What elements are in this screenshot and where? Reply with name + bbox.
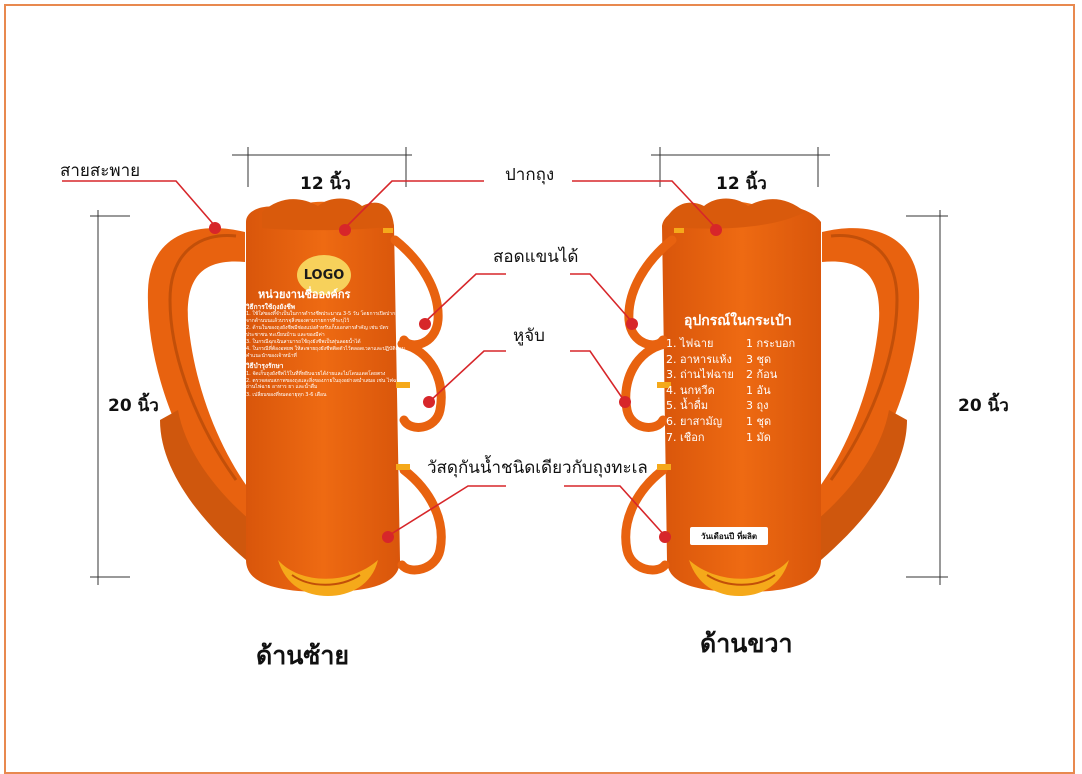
logo-text: LOGO — [303, 267, 345, 283]
label-strap: สายสะพาย — [60, 161, 141, 181]
label-clip-ear: หูจับ — [513, 326, 545, 346]
section1-item: 2. ด้านในของถุงยังชีพมีช่องแบ่งสำหรับเก็… — [246, 325, 389, 338]
callout-dots — [209, 222, 722, 543]
left-bag-body — [246, 201, 400, 592]
equipment-title: อุปกรณ์ในกระเป๋า — [684, 313, 792, 329]
dimension-width-right: 12 นิ้ว — [716, 174, 767, 194]
section1-item: 1. ใช้ใส่ของที่จำเป็นในการดำรงชีพประมาณ … — [246, 311, 401, 324]
dimension-height-right: 20 นิ้ว — [958, 396, 1009, 416]
right-bag — [621, 198, 920, 596]
section1-title: วิธีการใช้ถุงยังชีพ — [246, 303, 296, 311]
left-shoulder-strap — [147, 228, 262, 525]
org-name: หน่วยงานชื่อองค์กร — [258, 288, 351, 301]
section2-title: วิธีบำรุงรักษา — [246, 362, 284, 371]
usage-instructions: วิธีการใช้ถุงยังชีพ 1. ใช้ใส่ของที่จำเป็… — [246, 300, 406, 399]
dimension-height-left: 20 นิ้ว — [108, 396, 159, 416]
callout-leaders — [62, 180, 717, 537]
left-bag — [147, 198, 446, 596]
side-label-left: ด้านซ้าย — [256, 641, 350, 670]
section2-item: 1. จัดเก็บถุงยังชีพไว้ในที่ที่หยิบฉวยได้… — [246, 370, 386, 377]
dimension-width-left: 12 นิ้ว — [300, 174, 351, 194]
section2-item: 3. เปลี่ยนของที่หมดอายุทุก 3-6 เดือน — [246, 391, 327, 398]
right-bag-body — [662, 201, 821, 592]
right-shoulder-strap — [805, 228, 920, 525]
section2-item: 2. ตรวจสอบสภาพของถุงและสิ่งของภายในถุงอย… — [246, 378, 403, 391]
manufacture-date-label: วันเดือนปี ที่ผลิต — [690, 527, 768, 545]
label-material: วัสดุกันน้ำชนิดเดียวกับถุงทะเล — [427, 458, 648, 478]
section1-item: 3. ในกรณีฉุกเฉินสามารถใช้ถุงยังชีพเป็นทุ… — [246, 339, 361, 346]
section1-item: 4. ในกรณีที่ต้องอพยพ ให้สะพายถุงยังชีพติ… — [246, 346, 405, 359]
side-label-right: ด้านขวา — [700, 629, 793, 658]
logo-badge: LOGO — [297, 255, 351, 295]
label-arm-loop: สอดแขนได้ — [493, 247, 579, 267]
label-mouth: ปากถุง — [505, 165, 555, 185]
